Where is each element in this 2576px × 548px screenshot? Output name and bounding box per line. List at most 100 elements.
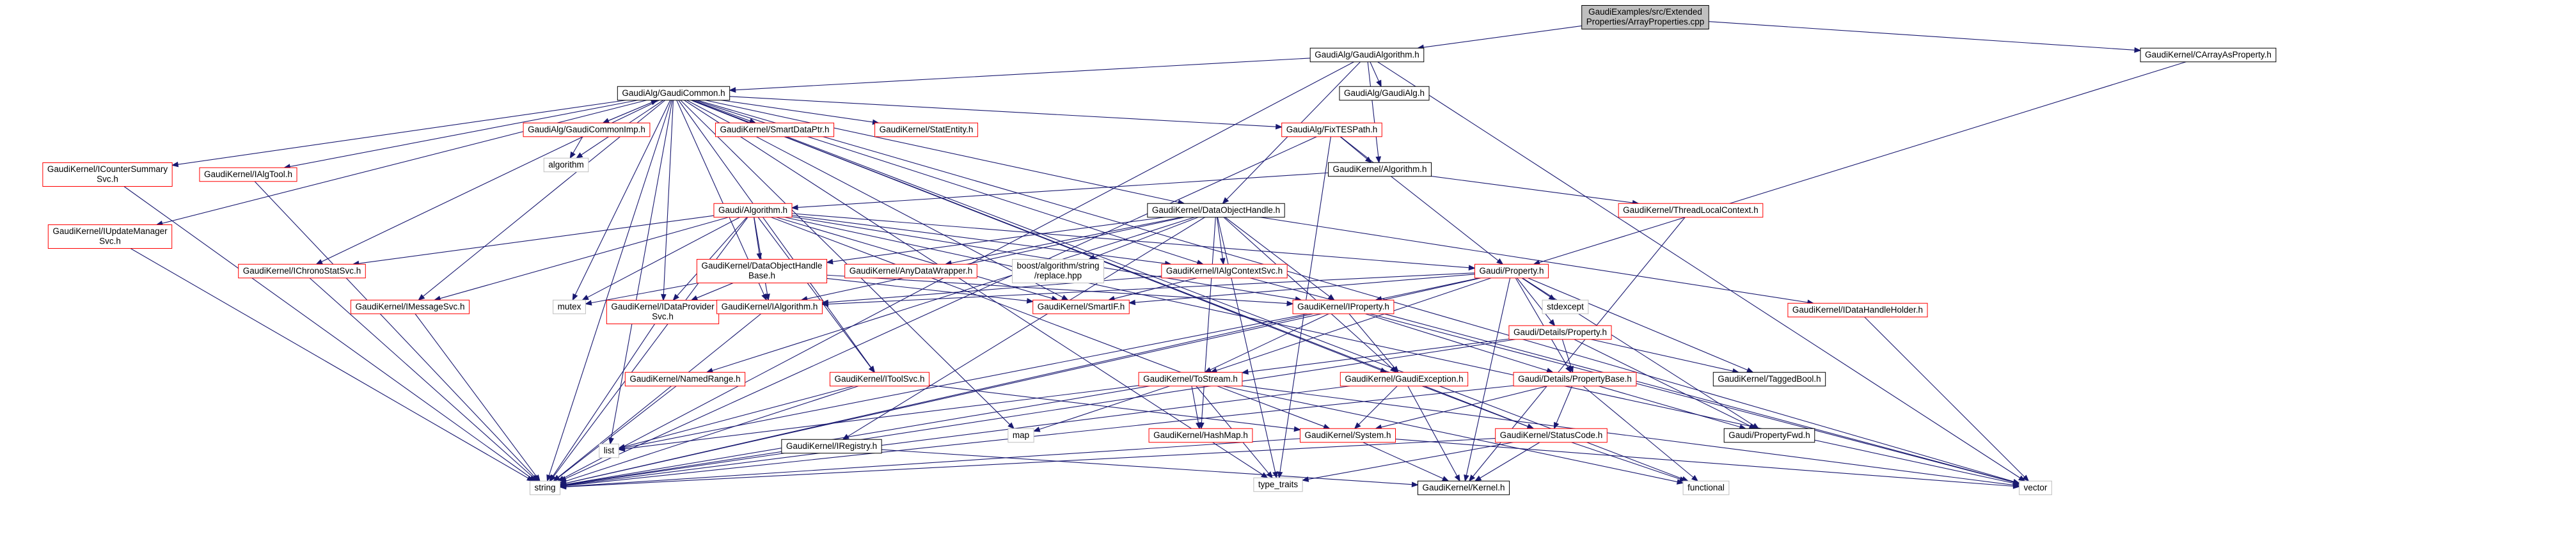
- edge-arrowhead: [1553, 421, 1560, 430]
- edge-arrowhead: [2012, 483, 2020, 489]
- graph-node-propertyfwd[interactable]: Gaudi/PropertyFwd.h: [1723, 428, 1815, 443]
- graph-node-anydatawrapper[interactable]: GaudiKernel/AnyDataWrapper.h: [844, 263, 977, 279]
- edge-datahandlebase-to-mutex: [585, 282, 699, 306]
- node-box: [696, 259, 828, 283]
- edge-line: [1423, 25, 1582, 48]
- graph-nodes: GaudiExamples/src/ExtendedProperties/Arr…: [42, 5, 2277, 496]
- graph-node-icarrayasproperty[interactable]: GaudiKernel/CArrayAsProperty.h: [2140, 47, 2277, 63]
- graph-node-itoolsvc[interactable]: GaudiKernel/IToolSvc.h: [829, 372, 930, 387]
- graph-node-threadlocal[interactable]: GaudiKernel/ThreadLocalContext.h: [1618, 203, 1764, 218]
- edge-gaudi_property-to-stdexcept: [1521, 278, 1556, 301]
- node-box: [1281, 122, 1382, 137]
- graph-node-gaudi_algorithm[interactable]: Gaudi/Algorithm.h: [713, 203, 793, 218]
- graph-node-smartif[interactable]: GaudiKernel/SmartIF.h: [1032, 299, 1130, 315]
- edge-line: [1339, 136, 1368, 159]
- graph-node-fixtespath[interactable]: GaudiAlg/FixTESPath.h: [1281, 122, 1382, 137]
- edge-line: [611, 100, 673, 439]
- node-box: [781, 439, 882, 454]
- edge-line: [1242, 385, 2014, 486]
- edge-line: [1517, 278, 1552, 322]
- graph-node-ialgtool[interactable]: GaudiKernel/IAlgTool.h: [199, 167, 297, 182]
- graph-edges: [123, 21, 2186, 490]
- edge-arrowhead: [553, 474, 561, 482]
- node-box: [199, 167, 297, 182]
- edge-line: [624, 313, 1309, 448]
- graph-node-ialgcontextsvc[interactable]: GaudiKernel/IAlgContextSvc.h: [1161, 263, 1288, 279]
- graph-node-hashmap[interactable]: GaudiKernel/HashMap.h: [1148, 428, 1253, 443]
- graph-node-ialgorithm[interactable]: GaudiKernel/IAlgorithm.h: [716, 299, 823, 315]
- graph-node-details_property[interactable]: Gaudi/Details/Property.h: [1508, 325, 1612, 340]
- edge-line: [1210, 313, 1329, 370]
- edge-line: [565, 453, 784, 485]
- graph-node-namedrange[interactable]: GaudiKernel/NamedRange.h: [624, 372, 746, 387]
- graph-node-tostream[interactable]: GaudiKernel/ToStream.h: [1138, 372, 1243, 387]
- node-label: GaudiKernel/IChronoStatSvc.h: [243, 266, 361, 276]
- graph-node-idataholder[interactable]: GaudiKernel/IDataHandleHolder.h: [1787, 302, 1928, 318]
- node-box: [1618, 203, 1764, 218]
- edge-line: [557, 313, 762, 478]
- graph-node-datahandle[interactable]: GaudiKernel/DataObjectHandle.h: [1147, 203, 1285, 218]
- edge-arrowhead: [608, 437, 614, 445]
- edge-gaudi_algorithm-to-imessagesvc: [433, 217, 729, 301]
- edge-line: [162, 100, 647, 224]
- edge-gaudi_algorithm-to-string: [549, 217, 748, 482]
- edge-arrowhead: [526, 475, 534, 481]
- graph-node-statuscode[interactable]: GaudiKernel/StatusCode.h: [1495, 428, 1608, 443]
- graph-node-root[interactable]: GaudiExamples/src/ExtendedProperties/Arr…: [1581, 5, 1709, 29]
- edge-icarrayasproperty-to-gaudi_property: [1533, 61, 2186, 265]
- graph-node-taggedbool[interactable]: GaudiKernel/TaggedBool.h: [1712, 372, 1826, 387]
- graph-node-statentity[interactable]: GaudiKernel/StatEntity.h: [874, 122, 978, 137]
- graph-node-gaudicommon[interactable]: GaudiAlg/GaudiCommon.h: [617, 86, 731, 101]
- node-box: [1787, 302, 1928, 318]
- edge-arrowhead: [533, 474, 541, 482]
- edge-ialgcontextsvc-to-smartif: [1107, 278, 1197, 302]
- edge-statuscode-to-functional: [1571, 442, 1687, 482]
- edge-line: [587, 217, 740, 298]
- graph-node-gaudiexception[interactable]: GaudiKernel/GaudiException.h: [1339, 372, 1469, 387]
- graph-node-kernel[interactable]: GaudiKernel/Kernel.h: [1417, 480, 1510, 496]
- node-box: [1542, 299, 1589, 315]
- graph-node-details_propertybase[interactable]: Gaudi/Details/PropertyBase.h: [1513, 372, 1637, 387]
- edge-line: [1380, 386, 1547, 428]
- edge-line: [1348, 313, 1395, 368]
- graph-node-gaudialg[interactable]: GaudiAlg/GaudiAlg.h: [1339, 86, 1430, 101]
- edge-line: [290, 100, 638, 168]
- edge-line: [358, 215, 715, 264]
- edge-line: [791, 213, 1469, 269]
- node-label: GaudiKernel/IAlgTool.h: [204, 169, 292, 179]
- edge-arrowhead: [1468, 265, 1476, 270]
- edge-arrowhead: [672, 294, 679, 301]
- graph-node-gaudicommonimp[interactable]: GaudiAlg/GaudiCommonImp.h: [523, 122, 651, 137]
- edge-line: [1260, 217, 1808, 303]
- edge-line: [1216, 278, 1492, 371]
- edge-line: [847, 217, 1205, 437]
- graph-node-smartdataptr[interactable]: GaudiKernel/SmartDataPtr.h: [715, 122, 835, 137]
- node-label: GaudiKernel/StatusCode.h: [1500, 430, 1603, 440]
- graph-node-system[interactable]: GaudiKernel/System.h: [1299, 428, 1396, 443]
- edge-arrowhead: [585, 300, 592, 306]
- node-label: GaudiKernel/HashMap.h: [1153, 430, 1248, 440]
- edge-root-to-gaudialgorithm: [1416, 25, 1582, 51]
- node-box: [529, 480, 561, 496]
- graph-node-gaudialgorithm[interactable]: GaudiAlg/GaudiAlgorithm.h: [1309, 47, 1425, 63]
- edge-namedrange-to-string: [553, 386, 677, 482]
- graph-node-iproperty[interactable]: GaudiKernel/IProperty.h: [1292, 299, 1395, 315]
- edge-root-to-icarrayasproperty: [1709, 21, 2142, 53]
- graph-node-ichronostatsvc[interactable]: GaudiKernel/IChronoStatSvc.h: [238, 263, 366, 279]
- graph-node-gk_algorithm[interactable]: GaudiKernel/Algorithm.h: [1327, 162, 1432, 177]
- edge-arrowhead: [581, 294, 589, 301]
- edge-line: [697, 100, 2014, 482]
- graph-node-gaudi_property[interactable]: Gaudi/Property.h: [1474, 263, 1549, 279]
- node-label: boost/algorithm/string: [1016, 261, 1099, 270]
- graph-node-imessagesvc[interactable]: GaudiKernel/IMessageSvc.h: [350, 299, 470, 315]
- edge-arrowhead: [756, 253, 763, 260]
- edge-line: [1377, 61, 2021, 478]
- edge-gaudi_algorithm-to-vector: [784, 217, 2020, 486]
- graph-node-iregistry[interactable]: GaudiKernel/IRegistry.h: [781, 439, 882, 454]
- node-label: GaudiKernel/SmartDataPtr.h: [720, 125, 829, 134]
- edge-arrowhead: [418, 294, 425, 301]
